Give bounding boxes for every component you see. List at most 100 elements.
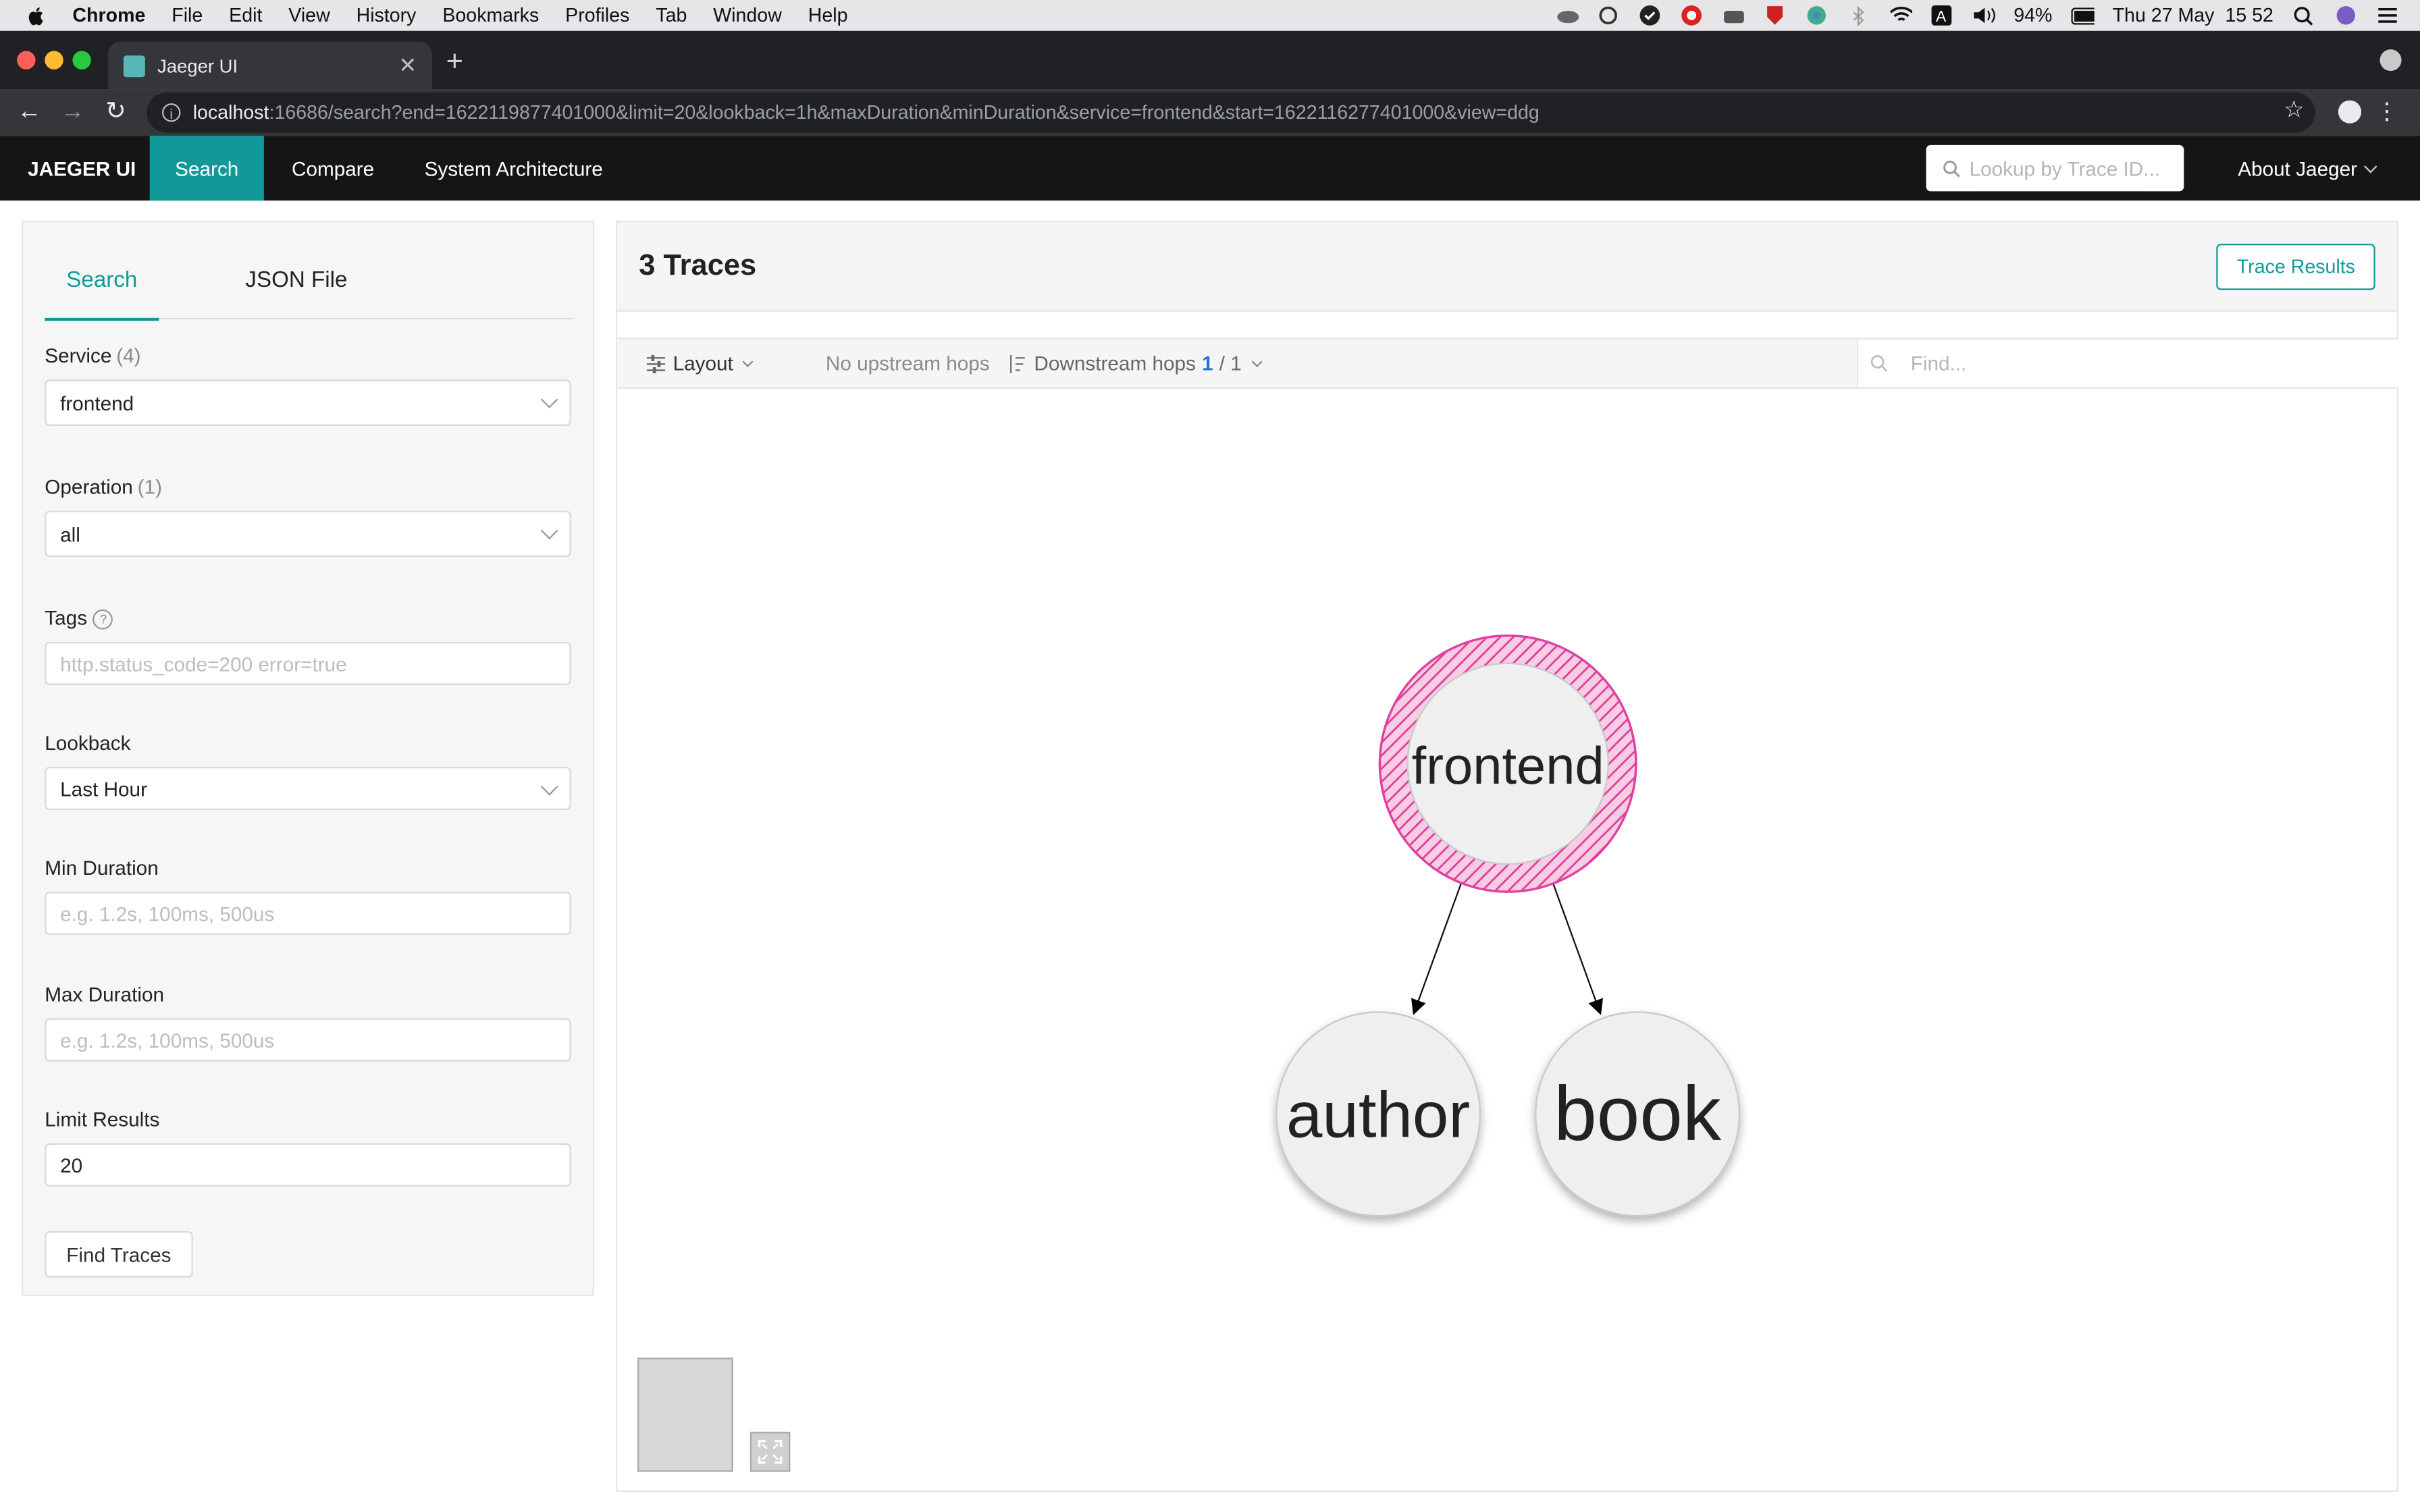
search-icon	[1943, 159, 1960, 177]
fit-to-view-icon[interactable]	[749, 1432, 791, 1472]
menu-history[interactable]: History	[356, 4, 417, 26]
max-duration-label: Max Duration	[45, 983, 165, 1006]
node-frontend-circle	[1406, 662, 1609, 865]
downstream-hops-icon	[1010, 354, 1025, 373]
lookback-select[interactable]: Last Hour	[45, 767, 571, 810]
check-circle-icon[interactable]	[1639, 5, 1662, 26]
tab-close-icon[interactable]: ✕	[398, 52, 417, 78]
chevron-down-icon	[540, 391, 558, 408]
tab-search[interactable]: Search	[45, 241, 159, 321]
operation-select[interactable]: all	[45, 510, 571, 558]
browser-tabstrip: Jaeger UI ✕ +	[0, 30, 2420, 90]
control-center-icon[interactable]	[2375, 5, 2398, 26]
siri-icon[interactable]	[2334, 5, 2357, 26]
search-panel: Search JSON File Service(4) frontend Ope…	[22, 220, 595, 1297]
chevron-down-icon	[540, 522, 558, 540]
window-minimize-button[interactable]	[45, 51, 63, 70]
menu-help[interactable]: Help	[808, 4, 848, 26]
node-author-label: author	[1286, 1079, 1470, 1152]
node-book-label: book	[1554, 1071, 1722, 1157]
trace-results-button[interactable]: Trace Results	[2217, 244, 2375, 290]
downstream-hops-dropdown[interactable]: Downstream hops 1 / 1	[1009, 340, 1263, 387]
menu-window[interactable]: Window	[713, 4, 782, 26]
bookmark-star-icon[interactable]: ☆	[2283, 97, 2305, 124]
apple-icon[interactable]	[28, 5, 46, 26]
window-zoom-button[interactable]	[72, 51, 91, 70]
dependency-graph[interactable]: frontend author book	[617, 222, 2396, 1490]
about-jaeger-menu[interactable]: About Jaeger	[2238, 136, 2378, 200]
clock[interactable]: Thu 27 May 15 52	[2112, 4, 2273, 26]
bluetooth-icon[interactable]	[1847, 5, 1870, 26]
browser-tab-active[interactable]: Jaeger UI ✕	[108, 41, 432, 90]
drive-icon[interactable]	[1722, 5, 1745, 26]
sliders-icon	[646, 354, 666, 373]
tags-label: Tags?	[45, 606, 113, 630]
downstream-total: / 1	[1219, 352, 1242, 375]
upstream-hops: No upstream hops	[825, 352, 990, 375]
cloud-icon[interactable]	[1555, 5, 1579, 26]
new-tab-plus-icon[interactable]: +	[446, 46, 463, 79]
menu-file[interactable]: File	[172, 4, 203, 26]
graph-minimap[interactable]	[637, 1357, 733, 1472]
search-icon[interactable]	[2292, 5, 2315, 26]
operation-count: (1)	[137, 475, 162, 499]
find-placeholder: Find...	[1910, 352, 1967, 375]
keyboard-a-icon[interactable]: A	[1930, 5, 1953, 26]
battery-percent: 94%	[2014, 4, 2053, 26]
min-duration-input[interactable]: e.g. 1.2s, 100ms, 500us	[45, 892, 571, 936]
profile-avatar-icon[interactable]	[2338, 100, 2362, 124]
tags-input[interactable]: http.status_code=200 error=true	[45, 641, 571, 685]
url-host: localhost	[192, 101, 269, 124]
operation-label: Operation(1)	[45, 475, 162, 499]
results-panel: 3 Traces Trace Results Layout No upstrea…	[616, 220, 2399, 1492]
tab-json-file[interactable]: JSON File	[245, 268, 348, 294]
traces-count-title: 3 Traces	[639, 250, 757, 283]
menu-profiles[interactable]: Profiles	[565, 4, 630, 26]
node-book-circle	[1535, 1011, 1741, 1217]
wifi-icon[interactable]	[1889, 5, 1912, 26]
help-question-icon[interactable]: ?	[93, 609, 113, 630]
cloud-cog-icon[interactable]	[1597, 5, 1620, 26]
downstream-label: Downstream hops	[1034, 352, 1196, 375]
menu-tab[interactable]: Tab	[656, 4, 687, 26]
service-select[interactable]: frontend	[45, 379, 571, 426]
volume-icon[interactable]	[1972, 5, 1995, 26]
chat-icon[interactable]	[1681, 5, 1704, 26]
service-label: Service(4)	[45, 344, 141, 367]
menu-bookmarks[interactable]: Bookmarks	[442, 4, 540, 26]
jaeger-brand[interactable]: JAEGER UI	[28, 157, 136, 180]
node-author-circle	[1275, 1011, 1481, 1217]
nav-search[interactable]: Search	[149, 136, 264, 201]
shield-icon[interactable]	[1764, 5, 1787, 26]
node-frontend[interactable]: frontend	[1378, 634, 1637, 893]
chrome-icon[interactable]	[1806, 5, 1829, 26]
graph-find-input[interactable]: Find...	[1856, 339, 2399, 387]
browser-toolbar: ← → ↻ i localhost :16686/search?end=1622…	[0, 89, 2420, 136]
forward-arrow-icon[interactable]: →	[60, 99, 85, 126]
battery-icon[interactable]	[2070, 5, 2095, 26]
node-author[interactable]: author	[1275, 1011, 1481, 1217]
tab-search-icon[interactable]	[2379, 49, 2402, 72]
node-book[interactable]: book	[1535, 1011, 1741, 1217]
menu-view[interactable]: View	[288, 4, 330, 26]
layout-dropdown[interactable]: Layout	[646, 340, 754, 387]
find-traces-button[interactable]: Find Traces	[45, 1231, 193, 1278]
lookup-placeholder: Lookup by Trace ID...	[1969, 157, 2161, 180]
edge-frontend-book	[1544, 861, 1603, 1015]
nav-system-architecture[interactable]: System Architecture	[424, 157, 603, 180]
limit-results-input[interactable]: 20	[45, 1143, 571, 1187]
address-bar[interactable]: i localhost :16686/search?end=1622119877…	[147, 92, 2315, 133]
site-info-icon[interactable]: i	[162, 103, 181, 122]
ddg-toolbar: Layout No upstream hops Downstream hops …	[617, 338, 2399, 389]
nav-compare[interactable]: Compare	[292, 157, 375, 180]
os-menubar: Chrome File Edit View History Bookmarks …	[0, 0, 2420, 31]
reload-icon[interactable]: ↻	[105, 99, 126, 126]
max-duration-input[interactable]: e.g. 1.2s, 100ms, 500us	[45, 1018, 571, 1062]
trace-id-lookup-input[interactable]: Lookup by Trace ID...	[1926, 144, 2184, 192]
back-arrow-icon[interactable]: ←	[17, 99, 42, 126]
menu-edit[interactable]: Edit	[229, 4, 263, 26]
browser-menu-icon[interactable]: ⋮	[2375, 99, 2399, 126]
lookback-label: Lookback	[45, 731, 131, 755]
menu-app-name[interactable]: Chrome	[72, 4, 146, 26]
window-close-button[interactable]	[17, 51, 36, 70]
